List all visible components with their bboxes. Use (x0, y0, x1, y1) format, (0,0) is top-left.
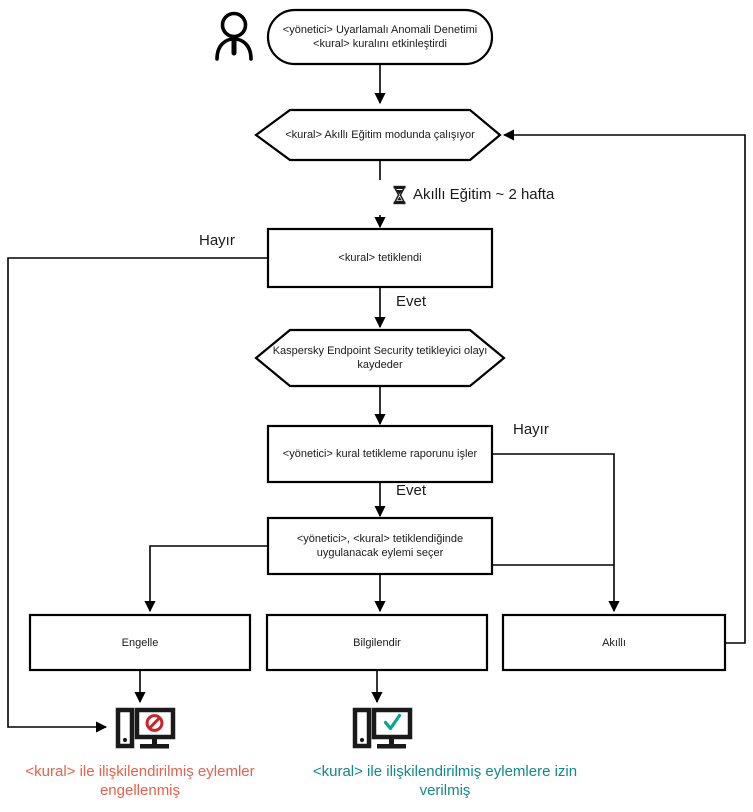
person-icon (215, 11, 253, 61)
node-start-shape (266, 8, 494, 66)
edge-label-report-yes: Evet (396, 482, 427, 499)
edge-label-triggered-yes: Evet (396, 293, 427, 310)
node-smart-training-shape (254, 108, 502, 162)
timer-edge-label: Akıllı Eğitim ~ 2 hafta (392, 185, 554, 205)
node-process-report-shape (266, 424, 494, 484)
node-action-smart-shape (501, 613, 727, 672)
node-select-action-shape (266, 516, 494, 576)
computer-allowed-icon (352, 707, 413, 749)
timer-label-text: Akıllı Eğitim ~ 2 hafta (413, 186, 555, 203)
node-action-block-shape (28, 613, 252, 672)
computer-blocked-icon (115, 707, 176, 749)
node-rule-triggered-shape (266, 227, 494, 289)
edge-process-report-no (492, 453, 620, 613)
hourglass-icon (393, 185, 406, 205)
outcome-blocked-label: <kural> ile ilişkilendirilmiş eylemler e… (25, 763, 255, 799)
outcome-allowed-label: <kural> ile ilişkilendirilmiş eylemlere … (312, 763, 578, 799)
edge-rule-triggered-no (7, 257, 268, 733)
edge-label-triggered-no: Hayır (199, 232, 235, 249)
edge-smart-loopback (502, 129, 746, 644)
edge-select-action-to-block (144, 545, 268, 613)
node-log-event-shape (254, 328, 506, 388)
node-action-notify-shape (265, 613, 489, 672)
edge-label-report-no: Hayır (513, 421, 549, 438)
